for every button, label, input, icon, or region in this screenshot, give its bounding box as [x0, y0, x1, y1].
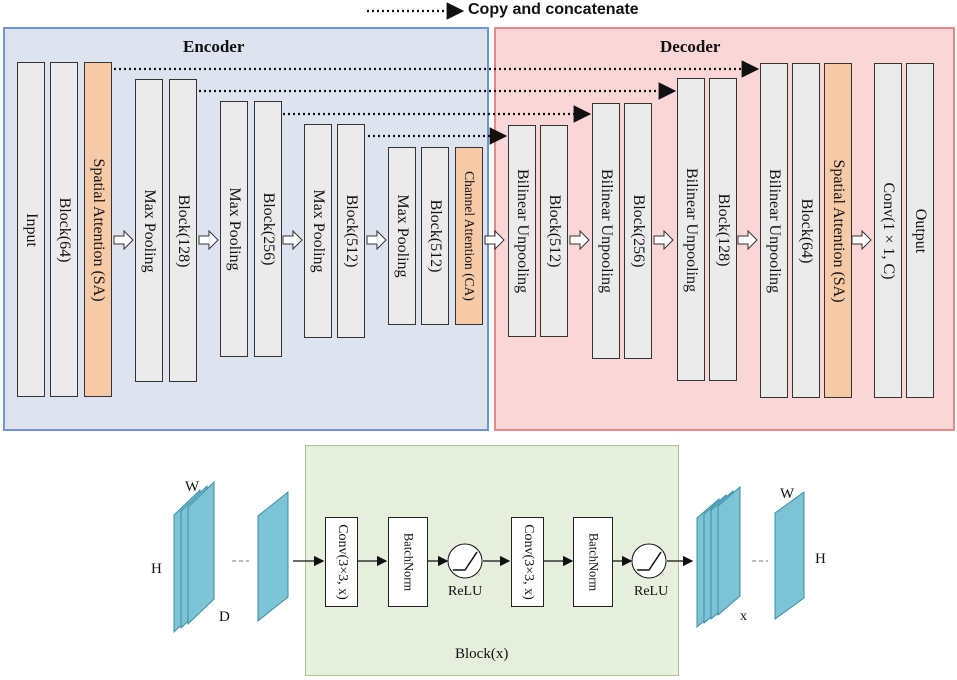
decoder-output: Output — [906, 63, 934, 398]
block-batchnorm-2: BatchNorm — [573, 517, 613, 607]
input-dim-d: D — [219, 609, 230, 625]
output-dim-h: H — [815, 551, 826, 567]
legend-copy-label: Copy and concatenate — [468, 1, 639, 18]
block-conv-2: Conv(3×3, x) — [511, 517, 544, 607]
decoder-unpooling-1: Bilinear Unpooling — [508, 125, 536, 337]
flow-arrow-2 — [198, 229, 219, 251]
flow-arrow-9 — [851, 229, 872, 251]
encoder-max-pooling-3: Max Pooling — [304, 124, 332, 338]
decoder-title: Decoder — [660, 37, 721, 56]
output-dim-w: W — [780, 486, 795, 502]
encoder-spatial-attention: Spatial Attention (SA) — [84, 62, 112, 397]
encoder-block-256: Block(256) — [254, 101, 282, 357]
decoder-block-128: Block(128) — [709, 78, 737, 381]
block-detail-title: Block(x) — [455, 646, 509, 662]
encoder-block-64: Block(64) — [50, 62, 78, 397]
encoder-input: Input — [17, 62, 45, 397]
flow-arrow-4 — [366, 229, 387, 251]
flow-arrow-8 — [737, 229, 758, 251]
decoder-unpooling-4: Bilinear Unpooling — [760, 63, 788, 398]
decoder-unpooling-2: Bilinear Unpooling — [592, 103, 620, 359]
encoder-block-128: Block(128) — [169, 79, 197, 382]
flow-arrow-1 — [113, 229, 134, 251]
encoder-channel-attention: Channel Attention (CA) — [455, 147, 483, 325]
encoder-max-pooling-4: Max Pooling — [388, 147, 416, 325]
flow-arrow-6 — [569, 229, 590, 251]
decoder-spatial-attention: Spatial Attention (SA) — [824, 63, 852, 398]
decoder-unpooling-3: Bilinear Unpooling — [677, 78, 705, 381]
decoder-block-256: Block(256) — [624, 103, 652, 359]
input-dim-w: W — [185, 479, 200, 495]
relu-2-label: ReLU — [634, 584, 669, 599]
flow-arrow-3 — [282, 229, 303, 251]
encoder-title: Encoder — [183, 37, 245, 56]
encoder-block-512: Block(512) — [337, 124, 365, 338]
encoder-max-pooling-1: Max Pooling — [135, 79, 163, 382]
block-batchnorm-1: BatchNorm — [388, 517, 428, 607]
relu-1-label: ReLU — [448, 584, 483, 599]
output-feature-maps — [696, 485, 805, 629]
flow-arrow-7 — [653, 229, 674, 251]
decoder-block-512: Block(512) — [540, 125, 568, 337]
encoder-max-pooling-2: Max Pooling — [220, 101, 248, 357]
input-dim-h: H — [151, 561, 162, 577]
encoder-block-512-b: Block(512) — [421, 147, 449, 325]
decoder-block-64: Block(64) — [792, 63, 820, 398]
block-conv-1: Conv(3×3, x) — [325, 517, 358, 607]
output-dim-x: x — [740, 609, 747, 624]
relu-1-icon — [447, 543, 483, 579]
decoder-conv-1x1: Conv(1 × 1, C) — [874, 63, 902, 398]
flow-arrow-5 — [484, 229, 505, 251]
input-feature-maps — [173, 480, 289, 634]
relu-2-icon — [631, 543, 667, 579]
